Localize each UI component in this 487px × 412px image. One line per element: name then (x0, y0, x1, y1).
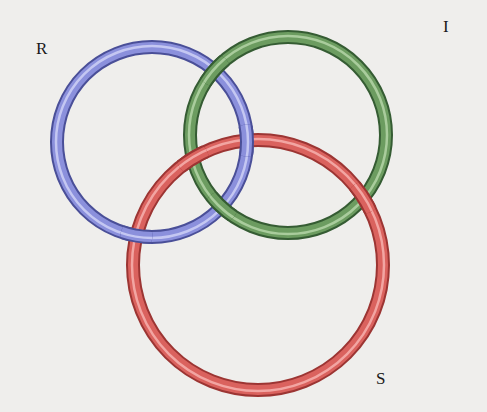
green-ring (189, 36, 387, 234)
ring-label: S (376, 370, 385, 387)
red-ring-crossing (132, 139, 384, 391)
green-ring-crossing (189, 36, 387, 234)
ring-label: I (443, 18, 449, 35)
ring-label: R (36, 40, 47, 57)
red-ring (132, 139, 384, 391)
